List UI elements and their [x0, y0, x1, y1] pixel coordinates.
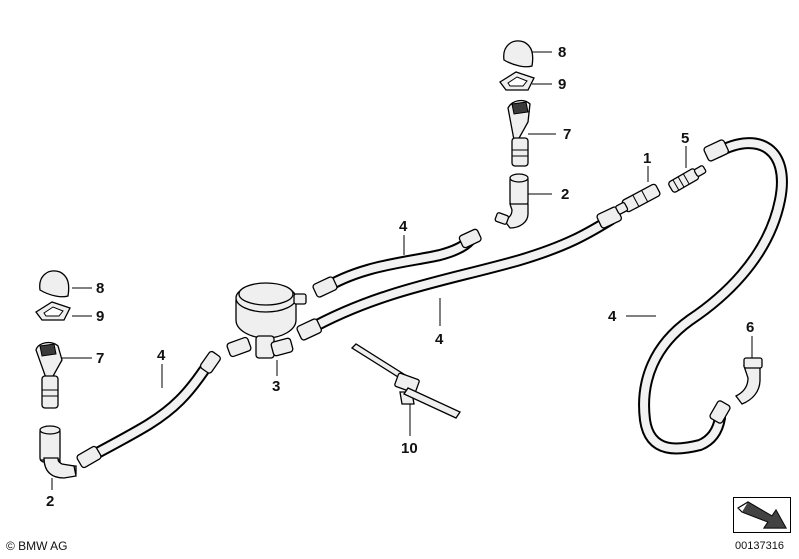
- callout-7-left: 7: [96, 350, 104, 367]
- callout-5: 5: [681, 130, 689, 147]
- hose-right-loop: [638, 137, 788, 455]
- hose-connector: [668, 165, 707, 193]
- pump-unit: [226, 282, 307, 359]
- elbow-connector-lower: [39, 425, 77, 479]
- washer-nozzle-left: [35, 341, 63, 409]
- drawing-number: 00137316: [735, 540, 784, 552]
- nozzle-cap-left: [39, 270, 70, 298]
- callout-8-left: 8: [96, 280, 104, 297]
- callout-4-left: 4: [157, 347, 166, 364]
- callout-7-upper: 7: [563, 126, 571, 143]
- nozzle-seal-left: [35, 301, 71, 321]
- callout-3: 3: [272, 378, 280, 395]
- elbow-connector-right: [735, 357, 763, 405]
- hose-upper-middle: [312, 228, 482, 298]
- callout-10: 10: [401, 440, 418, 457]
- copyright-text: © BMW AG: [6, 539, 68, 553]
- nozzle-seal-upper: [499, 71, 535, 91]
- callout-9-left: 9: [96, 308, 104, 325]
- callout-1: 1: [643, 150, 651, 167]
- nozzle-cap-upper: [503, 40, 534, 68]
- callout-8-upper: 8: [558, 44, 566, 61]
- callout-6: 6: [746, 319, 754, 336]
- callout-2-lower: 2: [46, 493, 54, 510]
- hose-left: [76, 350, 221, 469]
- callout-9-upper: 9: [558, 76, 566, 93]
- callout-2-upper: 2: [561, 186, 569, 203]
- cable-tie-holder: [350, 343, 461, 419]
- next-diagram-arrow-icon[interactable]: [733, 497, 791, 533]
- check-valve: [615, 183, 661, 215]
- elbow-connector-upper: [494, 173, 529, 229]
- hose-long-middle: [296, 206, 623, 341]
- leader-lines: [51, 51, 753, 490]
- washer-nozzle-upper: [507, 99, 531, 167]
- callout-4-right: 4: [608, 308, 617, 325]
- callout-4-middle: 4: [435, 331, 444, 348]
- callout-4-upper: 4: [399, 218, 408, 235]
